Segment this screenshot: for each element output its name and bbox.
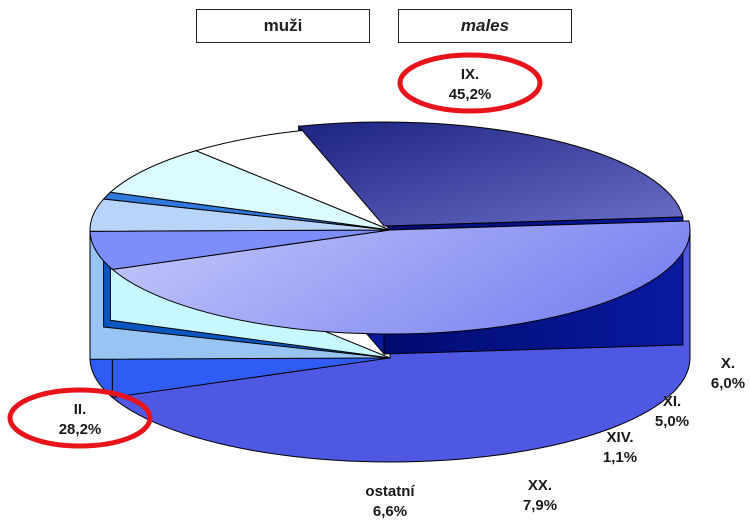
slice-top-xx	[109, 150, 391, 231]
slice-label-ostatni: ostatní	[365, 483, 415, 500]
slice-label-xiv: XIV.	[607, 429, 634, 446]
slice-label-ix: IX.	[461, 66, 479, 83]
header-english-text: males	[460, 16, 510, 35]
slice-label-ii: II.	[74, 401, 87, 418]
header-box-czech: muži	[196, 9, 370, 43]
slice-value-ix: 45,2%	[449, 86, 492, 103]
header-box-english: males	[398, 9, 572, 43]
highlight-ring-ix	[397, 52, 543, 114]
slice-value-xx: 7,9%	[523, 497, 557, 514]
slice-top-ii	[297, 121, 684, 227]
slice-value-xiv: 1,1%	[603, 449, 637, 466]
slice-value-ii: 28,2%	[59, 421, 102, 438]
slice-value-x: 6,0%	[711, 375, 745, 392]
header-czech-text: muži	[263, 16, 303, 35]
slice-label-xx: XX.	[528, 477, 552, 494]
slice-value-xi: 5,0%	[655, 413, 689, 430]
slice-label-x: X.	[721, 355, 735, 372]
slice-value-ostatni: 6,6%	[373, 503, 407, 520]
slice-label-xi: XI.	[663, 393, 681, 410]
highlight-ring-ii	[7, 387, 153, 449]
